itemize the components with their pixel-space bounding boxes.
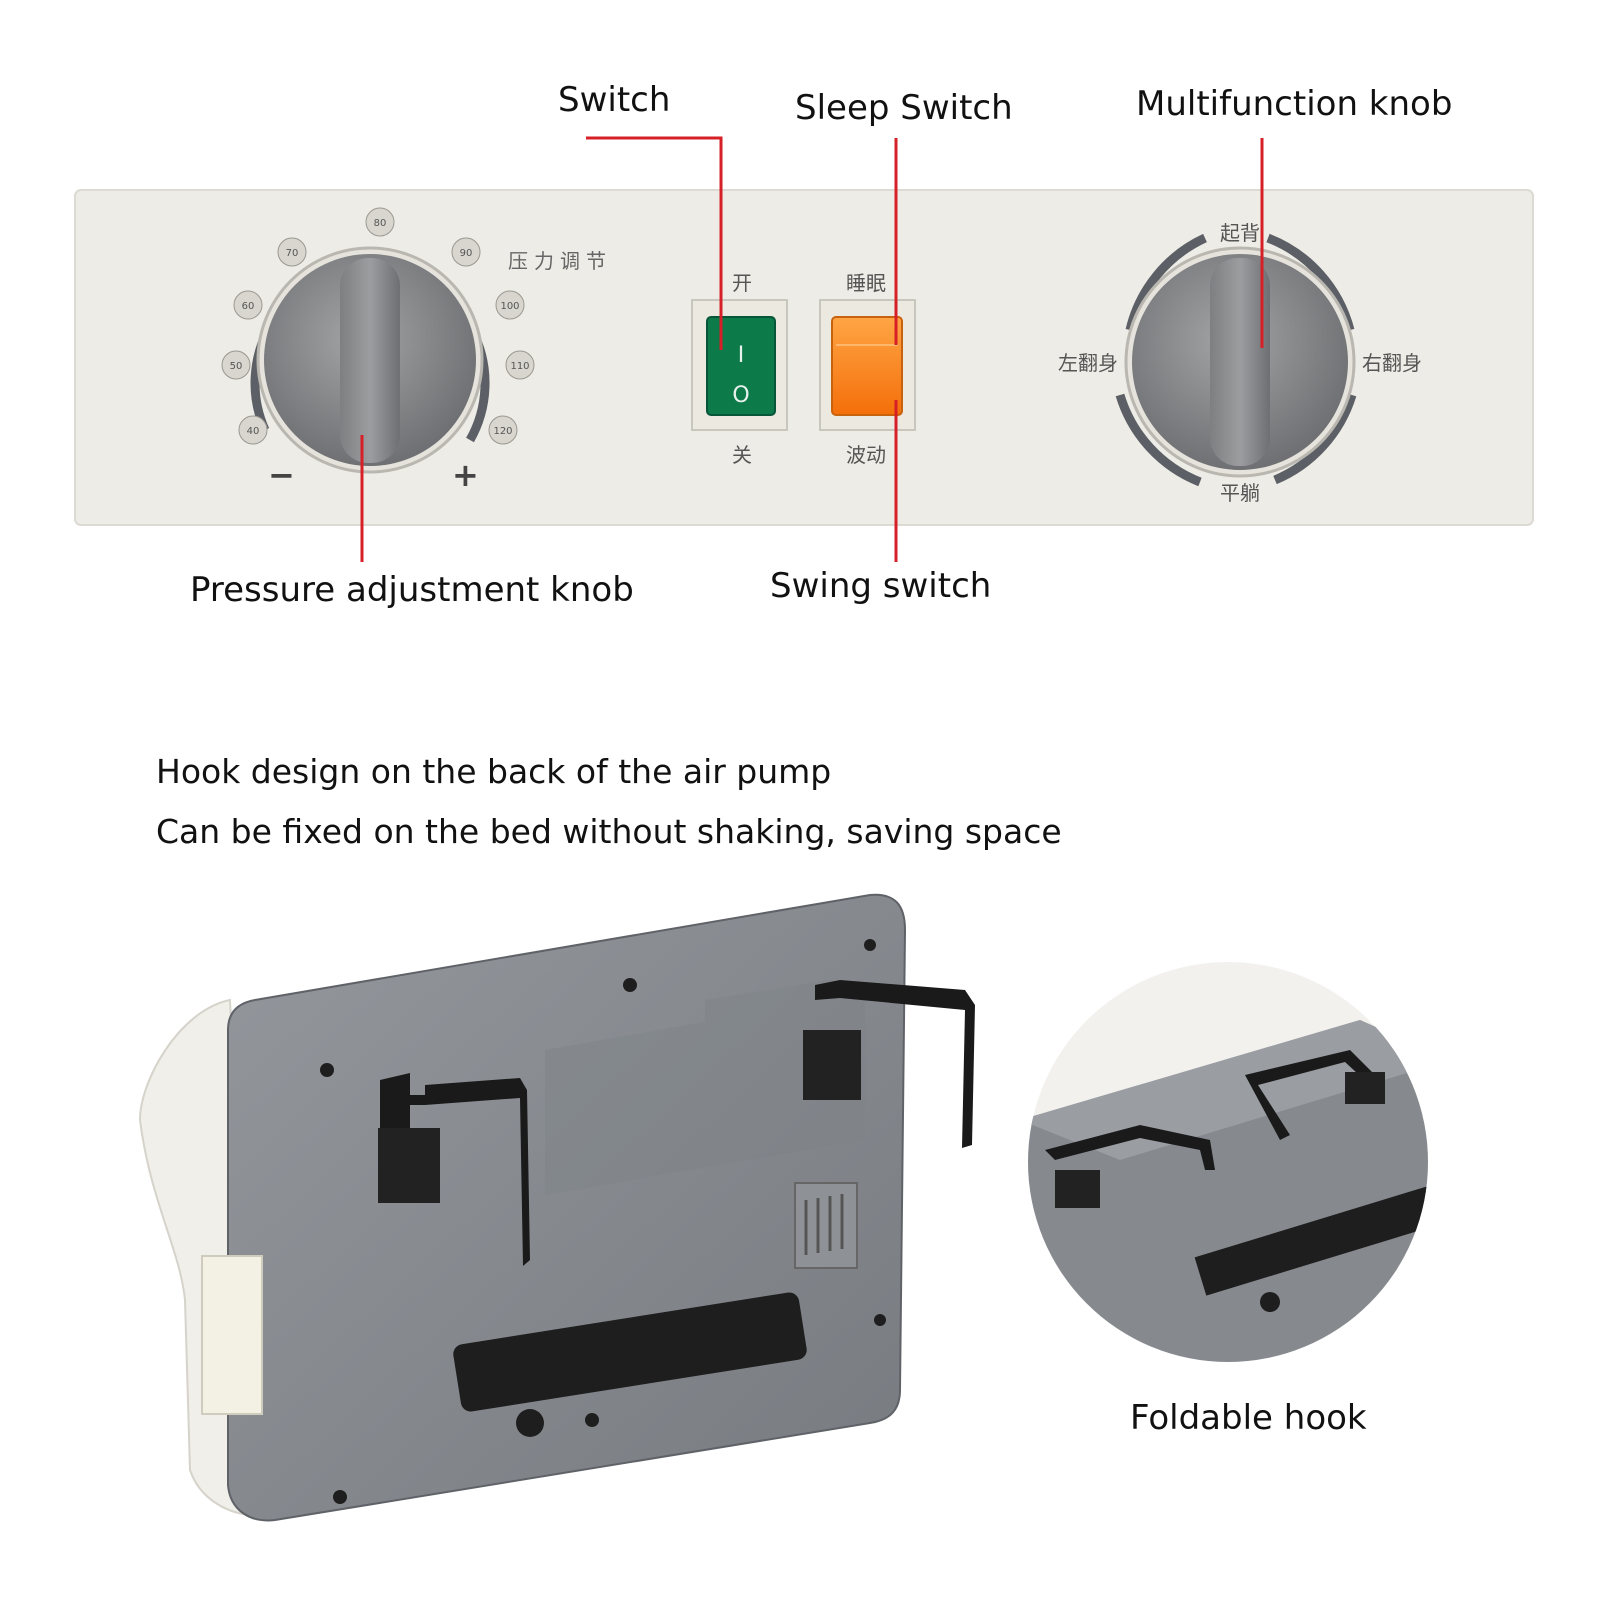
- leader-lines: [360, 136, 1264, 562]
- mode-left: 左翻身: [1058, 351, 1118, 375]
- scale-40: 40: [247, 426, 260, 437]
- hook-zoom-detail: [1028, 962, 1428, 1362]
- scale-100: 100: [500, 301, 519, 312]
- pressure-knob[interactable]: [250, 246, 490, 474]
- switch-label: Switch: [558, 80, 671, 120]
- pressure-scale: [221, 207, 535, 445]
- power-off-glyph: O: [732, 383, 749, 408]
- multifunction-knob[interactable]: [1115, 233, 1357, 487]
- scale-50: 50: [230, 361, 243, 372]
- minus-sign: −: [268, 456, 295, 494]
- scale-60: 60: [242, 301, 255, 312]
- power-on-glyph: I: [738, 343, 745, 368]
- mode-top: 起背: [1220, 221, 1260, 245]
- wave-text: 波动: [846, 443, 886, 467]
- scale-80: 80: [374, 218, 387, 229]
- plus-sign: +: [452, 456, 479, 494]
- sleep-switch[interactable]: [831, 316, 903, 416]
- power-on-text: 开: [732, 271, 752, 295]
- swing-switch-label: Swing switch: [770, 566, 992, 606]
- power-switch[interactable]: I O: [706, 316, 776, 416]
- mode-bottom: 平躺: [1220, 481, 1260, 505]
- mode-right: 右翻身: [1362, 351, 1422, 375]
- air-pump-back: [138, 893, 975, 1522]
- scale-90: 90: [460, 248, 473, 259]
- scale-70: 70: [286, 248, 299, 259]
- power-off-text: 关: [732, 443, 752, 467]
- caption-line-1: Hook design on the back of the air pump: [156, 752, 832, 791]
- scale-120: 120: [493, 426, 512, 437]
- pressure-title: 压力调节: [508, 249, 612, 273]
- caption-line-2: Can be fixed on the bed without shaking,…: [156, 812, 1062, 851]
- sleep-switch-label: Sleep Switch: [795, 88, 1013, 128]
- pressure-knob-label: Pressure adjustment knob: [190, 570, 634, 610]
- multifunction-knob-label: Multifunction knob: [1136, 84, 1453, 124]
- sleep-text: 睡眠: [846, 271, 886, 295]
- scale-110: 110: [510, 361, 529, 372]
- foldable-hook-label: Foldable hook: [1130, 1398, 1367, 1438]
